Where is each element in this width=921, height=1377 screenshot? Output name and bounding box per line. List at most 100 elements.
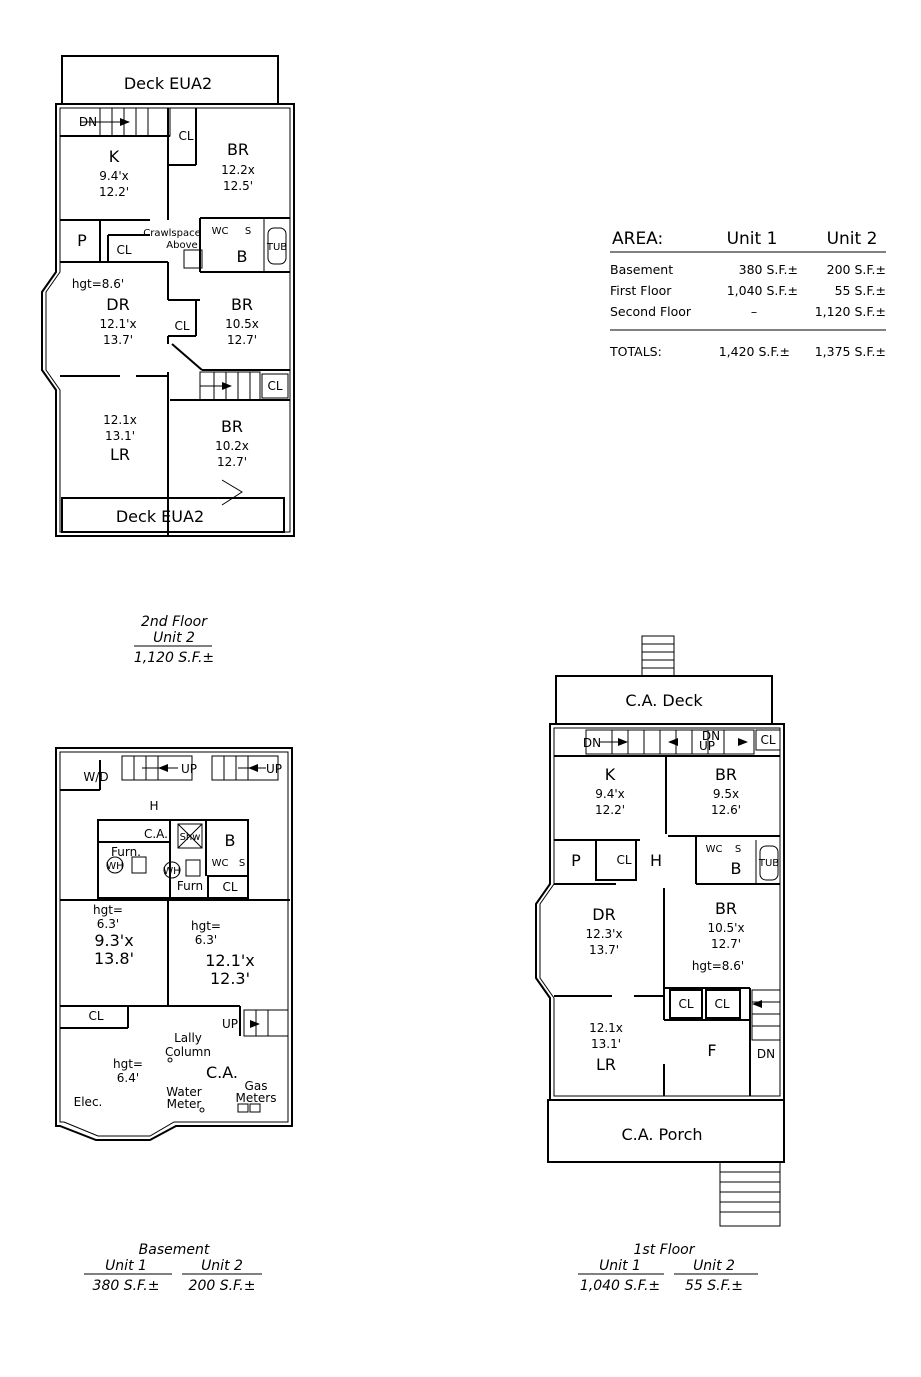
- k-dims-2: 12.2': [99, 185, 129, 199]
- area-header-unit1: Unit 1: [727, 229, 778, 249]
- dn-label-2: DN: [702, 729, 720, 743]
- wc-label: WC: [212, 858, 229, 869]
- hgt-label-3: hgt=: [113, 1057, 143, 1071]
- lr-label: LR: [110, 445, 130, 464]
- basement-caption-title: Basement: [139, 1242, 210, 1258]
- dn-label: DN: [79, 115, 97, 129]
- area-row-unit2: 55 S.F.±: [835, 283, 886, 298]
- meter-label: Meter: [167, 1097, 202, 1111]
- up-label-2: UP: [266, 762, 282, 776]
- k-dims-1: 9.4'x: [99, 169, 128, 183]
- area-row-label: First Floor: [610, 283, 672, 298]
- deck-bottom-label: Deck EUA2: [116, 507, 204, 526]
- crawlspace-above-label: Above: [166, 240, 197, 251]
- area-header-unit2: Unit 2: [827, 229, 878, 249]
- lr-label: LR: [596, 1055, 616, 1074]
- room2-dims-1: 12.1'x: [205, 951, 255, 970]
- furnace-label-2: Furn: [177, 879, 203, 893]
- br-label-2: BR: [231, 295, 253, 314]
- room2-dims-2: 12.3': [210, 969, 250, 988]
- hgt-label: hgt=8.6': [72, 277, 124, 291]
- cl-label-3: CL: [678, 997, 693, 1011]
- water-heater-label: WH: [106, 861, 123, 872]
- elec-label: Elec.: [74, 1095, 103, 1109]
- area-totals-unit2: 1,375 S.F.±: [815, 344, 886, 359]
- br3-dims-1: 10.2x: [215, 439, 249, 453]
- room1-dims-2: 13.8': [94, 949, 134, 968]
- hgt-label: hgt=: [93, 903, 123, 917]
- ca-label: C.A.: [144, 827, 168, 841]
- lally-label: Lally: [174, 1031, 202, 1045]
- br-label: BR: [227, 140, 249, 159]
- first-floor-caption-unit1: Unit 1: [599, 1258, 641, 1274]
- br2-dims-2: 12.7': [227, 333, 257, 347]
- first-floor-plan: C.A. Deck DN DN UP CL: [535, 635, 785, 1294]
- up-label: UP: [181, 762, 197, 776]
- dr-label: DR: [106, 295, 129, 314]
- lr-dims-1: 12.1x: [103, 413, 137, 427]
- wc-label: WC: [212, 226, 229, 237]
- cl-label-2: CL: [174, 319, 189, 333]
- sink-label: S: [245, 226, 251, 237]
- cl-label: CL: [760, 733, 775, 747]
- basement-caption-area1: 380 S.F.±: [93, 1278, 160, 1294]
- lr-dims-2: 13.1': [591, 1037, 621, 1051]
- area-row-unit1: –: [751, 304, 757, 319]
- ca-deck-label: C.A. Deck: [625, 691, 703, 710]
- dr-dims-1: 12.3'x: [585, 927, 622, 941]
- br-label-2: BR: [715, 899, 737, 918]
- br2-dims-1: 10.5'x: [707, 921, 744, 935]
- hgt-value: 6.3': [97, 917, 119, 931]
- area-row-unit2: 1,120 S.F.±: [815, 304, 886, 319]
- basement-caption-area2: 200 S.F.±: [189, 1278, 256, 1294]
- cl-label-2: CL: [616, 853, 631, 867]
- column-label: Column: [165, 1045, 211, 1059]
- br3-dims-2: 12.7': [217, 455, 247, 469]
- deck-top-label: Deck EUA2: [124, 74, 212, 93]
- water-label: Water: [166, 1085, 202, 1099]
- area-totals-unit1: 1,420 S.F.±: [719, 344, 790, 359]
- area-row-label: Basement: [610, 262, 673, 277]
- up-label-3: UP: [222, 1017, 238, 1031]
- meters-label: Meters: [235, 1091, 276, 1105]
- hall-label: H: [149, 799, 158, 813]
- pantry-label: P: [77, 231, 87, 250]
- br1-dims-1: 9.5x: [713, 787, 739, 801]
- k-dims-2: 12.2': [595, 803, 625, 817]
- cl-label: CL: [178, 129, 193, 143]
- shower-label: Shw: [180, 832, 201, 843]
- dn-label-3: DN: [757, 1047, 775, 1061]
- wc-label: WC: [706, 844, 723, 855]
- dr-dims-2: 13.7': [589, 943, 619, 957]
- dr-label: DR: [592, 905, 615, 924]
- br1-dims-2: 12.6': [711, 803, 741, 817]
- ca-porch-label: C.A. Porch: [621, 1125, 702, 1144]
- kitchen-label: K: [109, 147, 120, 166]
- sink-label: S: [735, 844, 741, 855]
- basement-outline: [55, 747, 293, 1141]
- second-floor-caption-unit: Unit 2: [153, 630, 195, 646]
- lr-dims-1: 12.1x: [589, 1021, 623, 1035]
- area-row-unit1: 1,040 S.F.±: [727, 283, 798, 298]
- bath-label: B: [731, 859, 742, 878]
- up-label: UP: [699, 739, 715, 753]
- br-label: BR: [715, 765, 737, 784]
- area-table: AREA: Unit 1 Unit 2 Basement 380 S.F.± 2…: [609, 229, 886, 359]
- first-floor-caption-area1: 1,040 S.F.±: [580, 1278, 660, 1294]
- cl-label: CL: [222, 880, 237, 894]
- second-floor-caption-area: 1,120 S.F.±: [134, 650, 214, 666]
- area-row-unit2: 200 S.F.±: [827, 262, 886, 277]
- br-dims-2: 12.5': [223, 179, 253, 193]
- hgt-label-2: hgt=: [191, 919, 221, 933]
- area-row-unit1: 380 S.F.±: [739, 262, 798, 277]
- bath-label: B: [237, 247, 248, 266]
- foyer-label: F: [707, 1041, 716, 1060]
- pantry-label: P: [571, 851, 581, 870]
- kitchen-label: K: [605, 765, 616, 784]
- cl-label-2: CL: [88, 1009, 103, 1023]
- dn-label: DN: [583, 736, 601, 750]
- lr-dims-2: 13.1': [105, 429, 135, 443]
- first-floor-caption-title: 1st Floor: [634, 1242, 696, 1258]
